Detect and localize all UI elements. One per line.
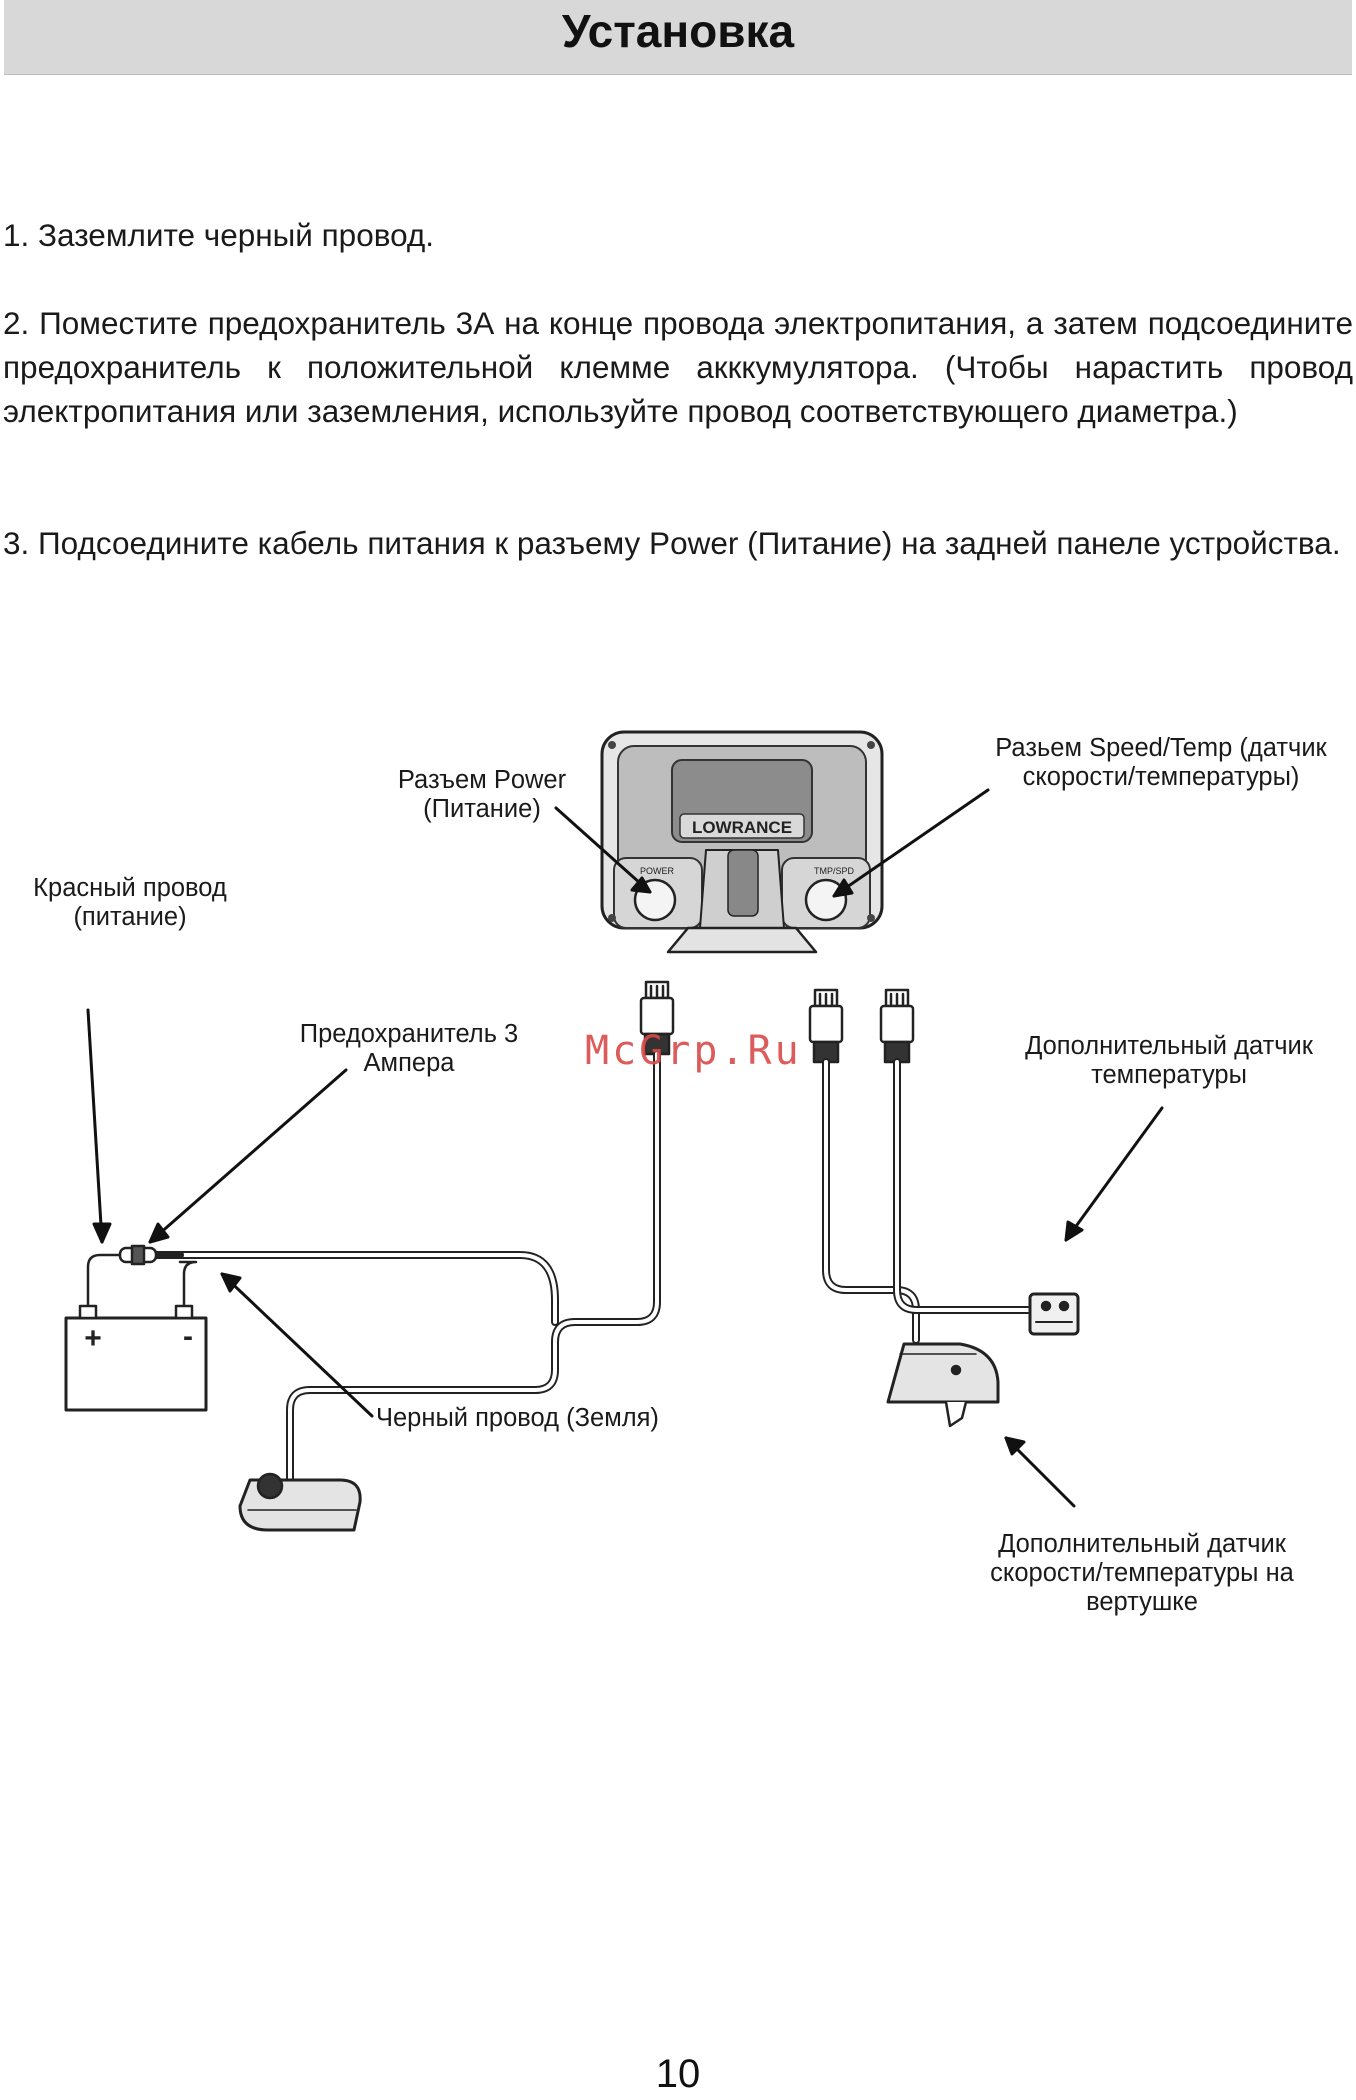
- red-wire: [86, 1253, 122, 1310]
- step-1: 1. Заземлите черный провод.: [3, 217, 435, 253]
- battery: + -: [64, 1304, 208, 1412]
- temp-sensor: [1028, 1292, 1080, 1336]
- paddle-sensor: [886, 1342, 1000, 1428]
- page-number: 10: [655, 2052, 701, 2096]
- port-left-label: POWER: [640, 866, 675, 876]
- page-header: Установка: [4, 0, 1352, 75]
- label-red-wire: Красный провод(питание): [33, 874, 227, 931]
- black-wire: [178, 1260, 198, 1310]
- label-power-port: Разъем Power(Питание): [397, 766, 567, 823]
- fishfinder-unit: LOWRANCE POWER TMP/SPD: [600, 730, 884, 954]
- temp-sensor-cable: [893, 1058, 1032, 1314]
- wiring-diagram-svg: LOWRANCE POWER TMP/SPD: [64, 730, 1164, 1532]
- step-3: 3. Подсоедините кабель питания к разъему…: [3, 525, 1341, 561]
- label-black-wire: Черный провод (Земля): [376, 1404, 659, 1432]
- wiring-diagram: LOWRANCE POWER TMP/SPD: [0, 690, 1356, 1650]
- page-title: Установка: [561, 5, 795, 57]
- transducer: [238, 1472, 362, 1532]
- watermark: McGrp.Ru: [585, 1028, 802, 1074]
- device-brand: LOWRANCE: [692, 818, 792, 837]
- cable-plug-temp-sensor: [879, 988, 915, 1064]
- cable-plug-power: [639, 980, 675, 1056]
- callout-arrows: [86, 788, 1164, 1508]
- port-right-label: TMP/SPD: [814, 866, 855, 876]
- battery-plus-label: +: [84, 1322, 102, 1355]
- step-2: 2. Поместите предохранитель 3А на конце …: [3, 305, 1353, 429]
- battery-minus-label: -: [183, 1320, 193, 1353]
- fuse-holder: [118, 1244, 158, 1266]
- cable-plug-paddle-sensor: [808, 988, 844, 1064]
